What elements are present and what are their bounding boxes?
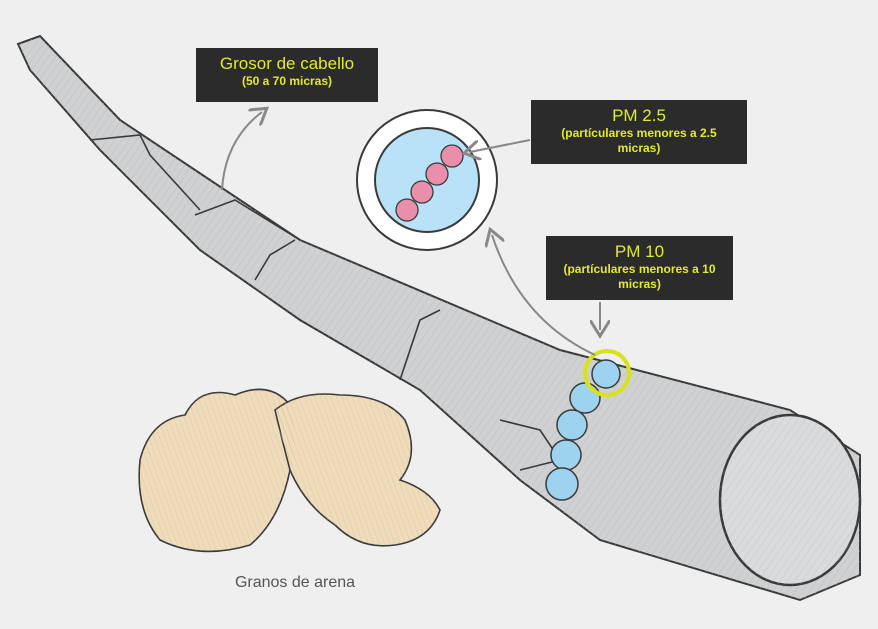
arrow-icon xyxy=(470,139,531,152)
pm10-label-title: PM 10 xyxy=(614,242,665,261)
arrows xyxy=(221,112,600,356)
pm10-particles xyxy=(545,349,631,501)
hair-strand xyxy=(16,34,862,602)
pm10-label-subtitle: (partículares menores a 10 micras) xyxy=(563,262,716,291)
pm25-label-subtitle: (partículares menores a 2.5 micras) xyxy=(561,126,717,155)
pm25-particles xyxy=(395,144,464,222)
hair-label-subtitle: (50 a 70 micras) xyxy=(241,74,333,88)
pm25-label-title: PM 2.5 xyxy=(612,106,666,125)
zoom-circle xyxy=(356,109,498,251)
arrow-icon xyxy=(221,112,262,191)
arrow-icon xyxy=(492,235,596,356)
hair-thickness-label: Grosor de cabello (50 a 70 micras) xyxy=(196,48,378,102)
sand-grains xyxy=(138,388,441,553)
sand-caption: Granos de arena xyxy=(234,574,356,591)
highlight-ring xyxy=(583,349,631,397)
hair-label-title: Grosor de cabello xyxy=(219,54,355,73)
pm25-label: PM 2.5 (partículares menores a 2.5 micra… xyxy=(531,100,747,164)
pm10-label: PM 10 (partículares menores a 10 micras) xyxy=(546,236,733,300)
